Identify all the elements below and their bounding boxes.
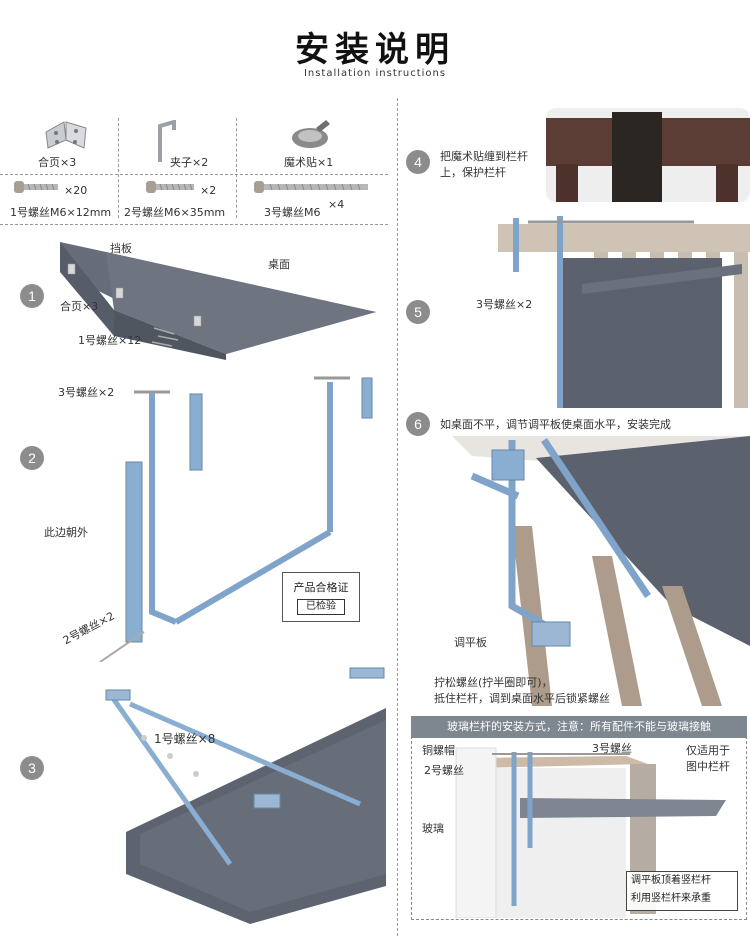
glass-note-line1: 调平板顶着竖栏杆 [631, 875, 711, 886]
step-1-badge: 1 [20, 284, 44, 308]
glass-copper-cap-label: 铜螺帽 [422, 744, 455, 757]
part-screw2-label: 2号螺丝M6×35mm [124, 206, 226, 219]
screw3-icon [254, 181, 368, 193]
part-screw1-label: 1号螺丝M6×12mm [10, 206, 112, 219]
step-3-illustration [105, 667, 386, 924]
step-1-desktop-label: 桌面 [268, 258, 290, 271]
clip-icon [158, 120, 176, 162]
step-4-badge: 4 [406, 150, 430, 174]
step-6-loosen-line2: 抵住栏杆，调到桌面水平后锁紧螺丝 [434, 692, 610, 705]
glass-note-line2: 利用竖栏杆来承重 [631, 893, 711, 904]
step-2-illustration [99, 376, 373, 662]
step-1-screw-label: 1号螺丝×12 [78, 334, 142, 347]
step-3-badge: 3 [20, 756, 44, 780]
step-1-illustration [60, 242, 376, 360]
quality-certificate: 产品合格证 已检验 [282, 572, 360, 622]
hinge-icon [45, 121, 87, 149]
part-screw3-qty: ×4 [328, 198, 345, 211]
part-velcro-label: 魔术贴×1 [284, 156, 334, 169]
glass-screw2-label: 2号螺丝 [424, 764, 464, 777]
step-3-screw1-label: 1号螺丝×8 [154, 732, 216, 746]
glass-note-box: 调平板顶着竖栏杆 利用竖栏杆来承重 [626, 871, 738, 911]
step-6-text: 如桌面不平，调节调平板使桌面水平，安装完成 [440, 418, 671, 431]
parts-divider-1 [118, 118, 119, 218]
step-2-badge: 2 [20, 446, 44, 470]
glass-applies-line2: 图中栏杆 [686, 760, 730, 773]
parts-divider-bottom [0, 224, 388, 225]
step-4-photo [546, 108, 750, 202]
part-hinge-label: 合页×3 [38, 156, 77, 169]
step-1-hinge-label: 合页×3 [60, 300, 99, 313]
glass-railing-banner: 玻璃栏杆的安装方式，注意：所有配件不能与玻璃接触 [411, 716, 747, 738]
step-6-illustration [452, 436, 750, 706]
velcro-icon [292, 120, 330, 148]
step-6-leveling-plate-label: 调平板 [454, 636, 487, 649]
glass-applies-line1: 仅适用于 [686, 744, 730, 757]
step-5-screw3-label: 3号螺丝×2 [476, 298, 533, 311]
step-1-baffle-label: 挡板 [110, 242, 132, 255]
step-5-illustration [498, 216, 750, 408]
step-6-loosen-line1: 拧松螺丝(拧半圈即可)， [434, 676, 553, 689]
screw1-icon [14, 181, 58, 193]
step-4-text-line2: 上，保护栏杆 [440, 166, 506, 179]
step-6-badge: 6 [406, 412, 430, 436]
step-5-badge: 5 [406, 300, 430, 324]
page-subtitle: Installation instructions [303, 68, 447, 79]
step-4-text-line1: 把魔术贴缠到栏杆 [440, 150, 528, 163]
certificate-badge: 已检验 [297, 599, 345, 615]
part-screw1-qty: ×20 [64, 184, 88, 197]
certificate-title: 产品合格证 [293, 581, 349, 594]
glass-label: 玻璃 [422, 822, 444, 835]
screw2-icon [146, 181, 194, 193]
part-clip-label: 夹子×2 [170, 156, 209, 169]
step-2-screw3-label: 3号螺丝×2 [58, 386, 115, 399]
center-divider [397, 98, 398, 936]
part-screw3-label: 3号螺丝M6 [264, 206, 321, 219]
part-screw2-qty: ×2 [200, 184, 217, 197]
step-2-outward-label: 此边朝外 [44, 526, 88, 539]
glass-screw3-label: 3号螺丝 [592, 742, 632, 755]
page-title: 安装说明 [295, 30, 455, 70]
parts-divider-h [0, 174, 388, 175]
parts-divider-2 [236, 118, 237, 218]
glass-railing-illustration [412, 738, 746, 918]
